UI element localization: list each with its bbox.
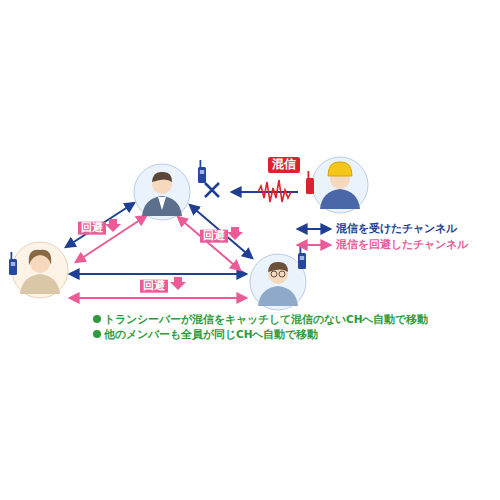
interference-wave [205,180,298,202]
person-right [250,246,306,310]
avoid-label: 回避 [200,230,228,243]
person-left [9,242,68,298]
avoid-arrow [105,219,243,290]
note-text: トランシーバーが混信をキャッチして混信のないCHへ自動で移動 [104,313,429,325]
legend-text: 混信を受けたチャンネル [336,223,457,236]
bullet [93,315,101,338]
legend-text: 混信を回避したチャンネル [336,239,468,252]
worker [306,157,368,213]
avoid-label: 回避 [78,222,106,235]
avoid-label: 回避 [140,280,168,293]
note-text: 他のメンバーも全員が同じCHへ自動で移動 [104,328,319,340]
person-top [134,160,206,220]
avoided-channel [70,216,246,298]
legend-sample [298,229,330,245]
interference-label: 混信 [268,157,300,173]
